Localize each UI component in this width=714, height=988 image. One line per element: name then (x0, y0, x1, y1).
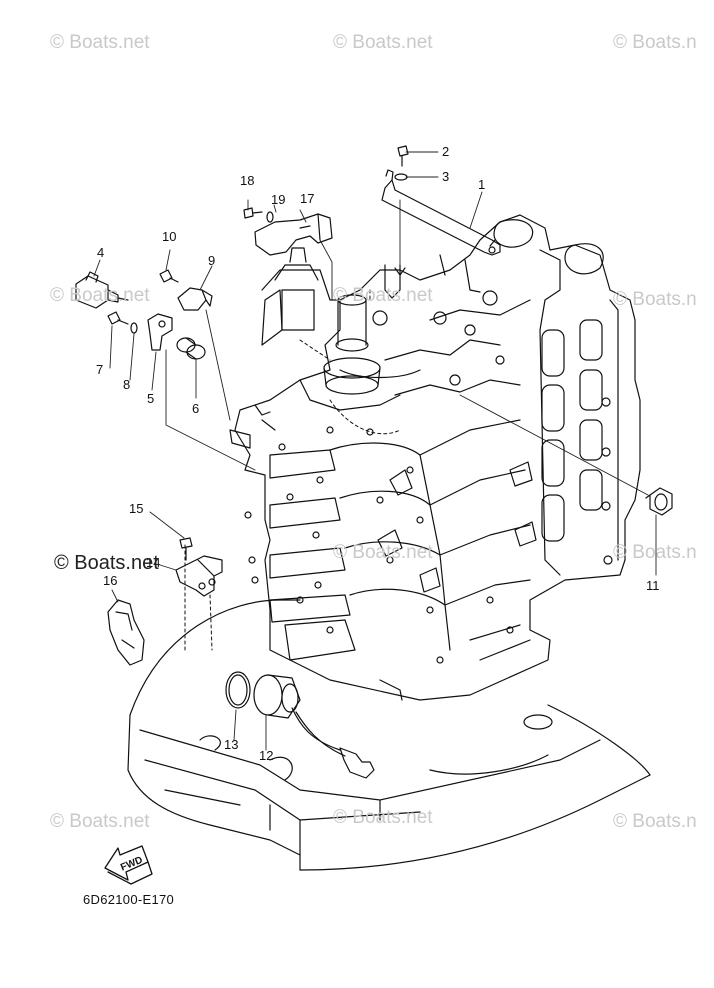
watermark: © Boats.n (613, 289, 697, 310)
watermark: © Boats.net (54, 552, 159, 574)
diagram-code: 6D62100-E170 (83, 892, 175, 907)
engine-block (229, 214, 641, 701)
part-2-bolt (397, 145, 409, 167)
callout-13: 13 (224, 737, 239, 752)
part-5-plate (147, 313, 173, 351)
callout-10: 10 (162, 229, 177, 244)
watermark: © Boats.net (50, 285, 150, 306)
callout-3: 3 (442, 169, 450, 184)
part-11-sensor (645, 487, 673, 516)
watermark: © Boats.net (50, 811, 150, 832)
part-9-clip (177, 287, 213, 311)
watermark: © Boats.n (613, 542, 697, 563)
bottom-cowling (127, 599, 651, 871)
callout-8: 8 (123, 377, 131, 392)
callout-4: 4 (97, 245, 105, 260)
leader-lines (93, 151, 657, 751)
crankshaft-top (323, 294, 381, 395)
watermark: © Boats.net (50, 32, 150, 53)
part-4-sensor (75, 271, 129, 309)
callout-18: 18 (240, 173, 255, 188)
exhaust-ports (541, 299, 619, 565)
callout-19: 19 (271, 192, 286, 207)
callout-17: 17 (300, 191, 315, 206)
part-14-clamp (175, 555, 223, 597)
part-17-bracket (254, 213, 333, 256)
part-16-holder (107, 599, 145, 666)
callout-6: 6 (192, 401, 200, 416)
callout-1: 1 (478, 177, 486, 192)
watermark: © Boats.n (613, 811, 697, 832)
callout-16: 16 (103, 573, 118, 588)
part-6-grommet (176, 337, 206, 360)
watermark: © Boats.n (613, 32, 697, 53)
watermark: © Boats.net (333, 807, 433, 828)
fwd-label: FWD (119, 855, 144, 874)
callout-5: 5 (147, 391, 155, 406)
callout-14: 14 (146, 555, 161, 570)
callout-15: 15 (129, 501, 144, 516)
part-19-washer (266, 211, 274, 223)
callout-2: 2 (442, 144, 450, 159)
part-15-bolt (179, 537, 193, 561)
intake-flanges (244, 443, 356, 661)
part-12-sensor-harness (253, 674, 375, 779)
part-3-washer (394, 173, 408, 181)
hidden-lines (184, 289, 401, 651)
part-18-bolt (243, 207, 263, 219)
callout-7: 7 (96, 362, 104, 377)
watermark: © Boats.net (333, 32, 433, 53)
part-10-bolt (159, 269, 179, 283)
part-7-bolt (107, 311, 129, 325)
fuel-pump (261, 247, 319, 346)
callout-12: 12 (259, 748, 274, 763)
part-8-washer (130, 322, 138, 334)
watermark: © Boats.net (333, 285, 433, 306)
part-1-bracket (381, 169, 501, 256)
callout-11: 11 (646, 578, 660, 593)
callout-9: 9 (208, 253, 216, 268)
watermark: © Boats.net (333, 542, 433, 563)
part-13-o-ring (225, 671, 251, 709)
fwd-arrow-icon (104, 845, 153, 885)
